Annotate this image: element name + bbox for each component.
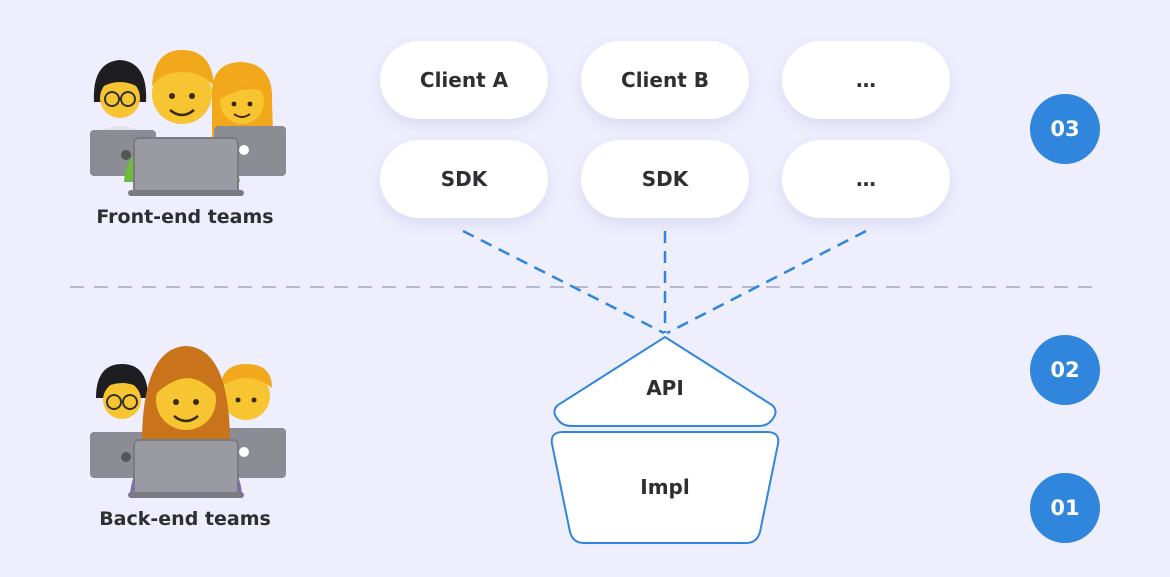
laptop-icon: [128, 137, 244, 196]
sdk-more-pill: …: [782, 140, 950, 218]
api-label: API: [646, 376, 684, 400]
backend-team-label: Back-end teams: [99, 508, 271, 530]
api-shape: [553, 335, 777, 427]
layer-badge-03: 03: [1030, 94, 1100, 164]
client-b-pill: Client B: [581, 41, 749, 119]
impl-shape: [550, 431, 780, 544]
connector-line-sdk-1: [462, 229, 665, 335]
laptop-icon: [128, 439, 244, 498]
layer-badge-01: 01: [1030, 473, 1100, 543]
sdk-pill-1: SDK: [380, 140, 548, 218]
client-more-pill: …: [782, 41, 950, 119]
client-a-pill: Client A: [380, 41, 548, 119]
frontend-team-icon: [90, 50, 286, 196]
connector-line-sdk-3: [666, 229, 867, 335]
frontend-team-label: Front-end teams: [96, 206, 274, 228]
layer-badge-02: 02: [1030, 335, 1100, 405]
backend-team-icon: [90, 346, 286, 498]
impl-label: Impl: [640, 475, 690, 499]
sdk-pill-2: SDK: [581, 140, 749, 218]
